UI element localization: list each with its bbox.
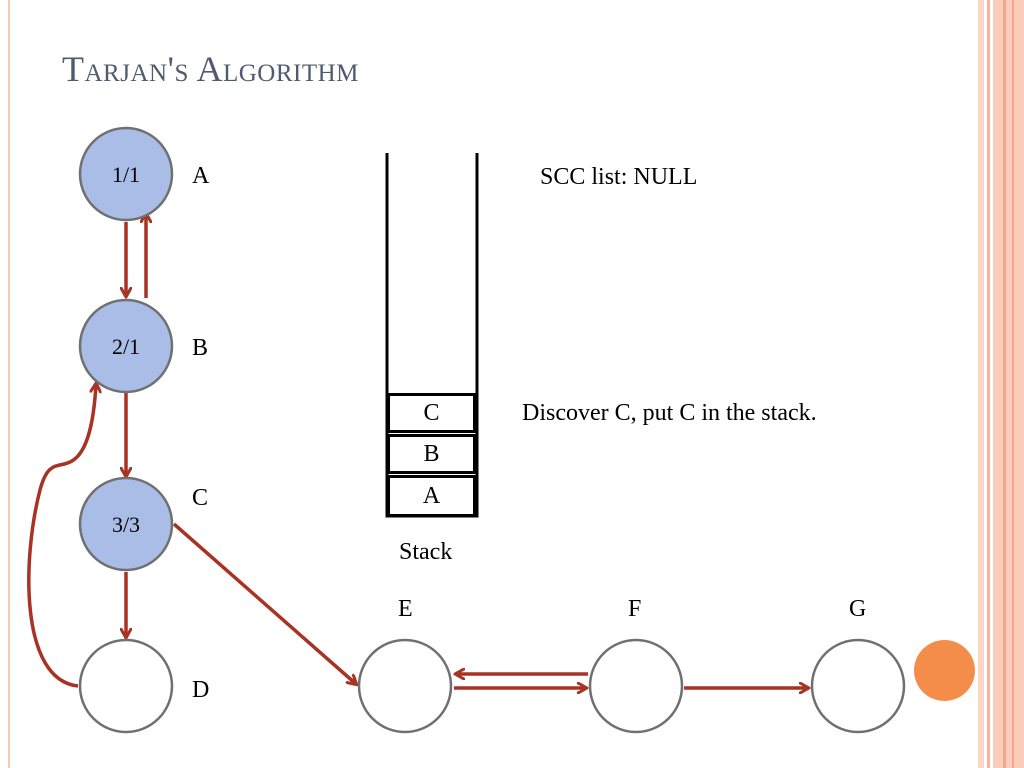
right-border-stripe	[1012, 0, 1014, 768]
node-g-name: G	[849, 596, 867, 622]
node-a	[78, 126, 174, 222]
step-message: Discover C, put C in the stack.	[522, 400, 817, 426]
stack-item: B	[387, 434, 476, 474]
edge-c-e	[172, 522, 356, 684]
node-b-name: B	[192, 335, 209, 361]
node-c-value: 3/3	[112, 512, 140, 537]
edge-d-b	[27, 384, 96, 688]
node-f	[588, 638, 684, 734]
stack-item: A	[387, 475, 476, 517]
stack-item: C	[387, 393, 476, 433]
stack-label: Stack	[399, 539, 453, 565]
right-border-stripe	[1003, 0, 1006, 768]
node-f-name: F	[628, 596, 642, 622]
slide-title: Tarjan's Algorithm	[62, 49, 359, 89]
orange-circle-decoration	[914, 640, 975, 701]
node-d	[78, 638, 174, 734]
left-rule	[8, 0, 10, 768]
node-e	[357, 638, 453, 734]
right-border-stripe	[987, 0, 990, 768]
node-a-value: 1/1	[112, 162, 140, 187]
node-b	[78, 298, 174, 394]
right-border-stripe	[978, 0, 984, 768]
scc-list-text: SCC list: NULL	[540, 164, 698, 190]
right-border-stripe	[993, 0, 1024, 768]
node-c	[78, 476, 174, 572]
node-c-name: C	[192, 485, 209, 511]
node-e-name: E	[398, 596, 413, 622]
node-g	[810, 638, 906, 734]
node-d-name: D	[192, 677, 210, 703]
node-a-name: A	[192, 163, 210, 189]
node-b-value: 2/1	[112, 334, 140, 359]
